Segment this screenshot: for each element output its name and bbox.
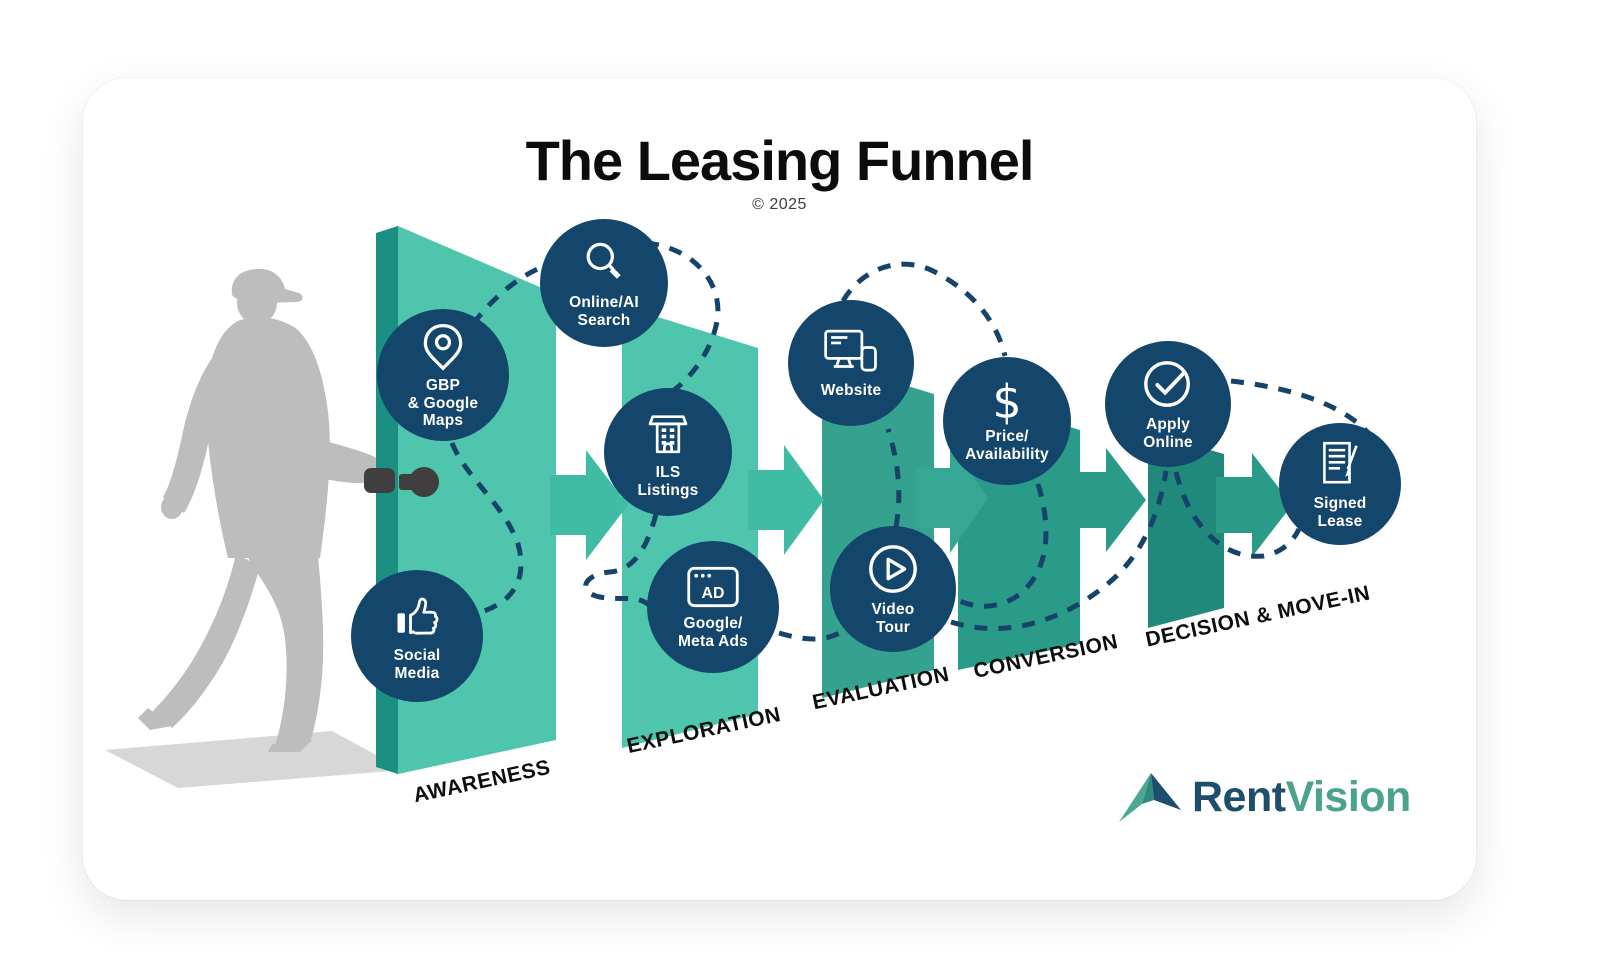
monitor-phone-icon [824, 329, 877, 372]
page-title: The Leasing Funnel [525, 129, 1035, 192]
node-label: Video Tour [871, 600, 915, 636]
node-label: Price/ Availability [965, 427, 1049, 463]
document-pen-icon [1323, 441, 1358, 484]
search-icon [586, 242, 621, 279]
flow-arrow-3 [916, 443, 988, 553]
node-label: Website [820, 381, 882, 399]
node-price-availability: $ Price/ Availability [943, 357, 1071, 485]
thumbs-up-icon [397, 597, 439, 635]
ad-text: AD [702, 585, 725, 602]
node-social-media: Social Media [351, 570, 483, 702]
check-circle-icon [1144, 360, 1190, 407]
node-online-ai-search: Online/AI Search [540, 219, 668, 347]
rentvision-logo: RentVision [1118, 770, 1411, 824]
node-signed-lease: Signed Lease [1279, 423, 1401, 545]
node-label: Signed Lease [1313, 494, 1367, 530]
logo-text-vision: Vision [1285, 772, 1412, 821]
flow-arrow-1 [550, 450, 628, 560]
flow-arrow-4 [1070, 448, 1146, 552]
ad-window-icon: AD [687, 566, 739, 607]
flow-arrow-2 [748, 445, 824, 555]
map-pin-icon [423, 323, 463, 371]
dollar-sign-icon: $ [992, 374, 1022, 429]
node-apply-online: Apply Online [1105, 341, 1231, 467]
node-label: Online/AI Search [569, 293, 639, 329]
copyright-text: © 2025 [752, 196, 807, 213]
node-label: Google/ Meta Ads [678, 614, 748, 650]
door-knob-icon [364, 467, 439, 497]
node-ils-listings: ILS Listings [604, 388, 732, 516]
play-circle-icon [869, 544, 917, 593]
node-label: ILS Listings [637, 463, 699, 499]
logo-mark-icon [1119, 773, 1181, 822]
funnel-panel-decision [1148, 432, 1224, 628]
node-label: Social Media [393, 646, 441, 682]
node-video-tour: Video Tour [830, 526, 956, 652]
person-silhouette [138, 268, 390, 752]
flow-arrow-5 [1216, 453, 1292, 557]
node-label: Apply Online [1143, 415, 1193, 451]
person-shadow [105, 731, 404, 788]
logo-text: RentVision [1192, 773, 1411, 822]
node-gbp-google-maps: GBP & Google Maps [377, 309, 509, 441]
node-website: Website [788, 300, 914, 426]
node-google-meta-ads: AD Google/ Meta Ads [647, 541, 779, 673]
logo-text-rent: Rent [1192, 772, 1286, 821]
node-label: GBP & Google Maps [407, 377, 479, 430]
building-icon [648, 415, 688, 453]
